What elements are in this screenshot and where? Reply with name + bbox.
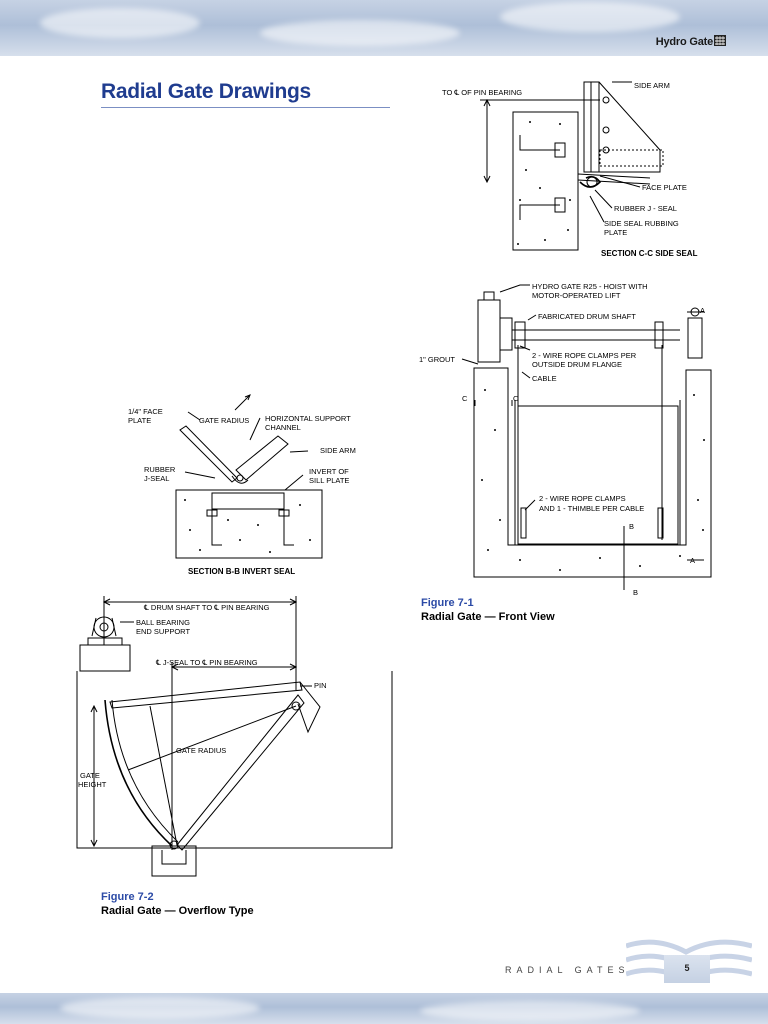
cc-label-face-plate: FACE PLATE bbox=[642, 183, 687, 192]
ov-label-ball-bearing-2: END SUPPORT bbox=[136, 627, 190, 636]
section-bb-drawing: 1/4" FACE PLATE GATE RADIUS HORIZONTAL S… bbox=[128, 394, 356, 576]
overflow-drawing: ℄ DRUM SHAFT TO ℄ PIN BEARING BALL BEARI… bbox=[76, 596, 393, 877]
section-cc-drawing: TO ℄ OF PIN BEARING SIDE ARM FACE PLATE … bbox=[442, 81, 698, 258]
cc-label-rubber-j-seal: RUBBER J - SEAL bbox=[614, 204, 677, 213]
bb-label-rubber-1: RUBBER bbox=[144, 465, 176, 474]
fv-label-clamps-1: 2 - WIRE ROPE CLAMPS PER bbox=[532, 351, 637, 360]
figure-7-2-caption: Radial Gate — Overflow Type bbox=[101, 905, 254, 917]
fv-label-drum-shaft: FABRICATED DRUM SHAFT bbox=[538, 312, 636, 321]
figure-7-2-number: Figure 7-2 bbox=[101, 891, 154, 903]
ov-label-pin: PIN bbox=[314, 681, 327, 690]
ov-label-ball-bearing-1: BALL BEARING bbox=[136, 618, 190, 627]
fv-label-hoist-2: MOTOR-OPERATED LIFT bbox=[532, 291, 621, 300]
bb-label-horizontal-1: HORIZONTAL SUPPORT bbox=[265, 414, 351, 423]
header-band bbox=[0, 0, 768, 56]
cc-label-pin-bearing: TO ℄ OF PIN BEARING bbox=[442, 88, 522, 97]
bb-label-horizontal-2: CHANNEL bbox=[265, 423, 301, 432]
figure-7-1-caption: Radial Gate — Front View bbox=[421, 611, 555, 623]
front-view-drawing: HYDRO GATE R25 - HOIST WITH MOTOR-OPERAT… bbox=[419, 282, 712, 597]
bb-section-title: SECTION B-B INVERT SEAL bbox=[188, 567, 295, 576]
fv-label-thimble-2: AND 1 - THIMBLE PER CABLE bbox=[539, 504, 644, 513]
ov-label-gate-height-1: GATE bbox=[80, 771, 100, 780]
figure-7-1-number: Figure 7-1 bbox=[421, 597, 474, 609]
cc-label-side-arm: SIDE ARM bbox=[634, 81, 670, 90]
bb-label-face-plate-2: PLATE bbox=[128, 416, 151, 425]
bb-label-invert-2: SILL PLATE bbox=[309, 476, 349, 485]
bb-label-gate-radius: GATE RADIUS bbox=[199, 416, 249, 425]
fv-label-b-top: B bbox=[629, 522, 634, 531]
hydro-gate-logo-icon bbox=[714, 35, 726, 46]
fv-label-clamps-2: OUTSIDE DRUM FLANGE bbox=[532, 360, 622, 369]
ov-label-gate-radius: GATE RADIUS bbox=[176, 746, 226, 755]
fv-label-b-bottom: B bbox=[633, 588, 638, 597]
cc-label-rubbing-plate-2: PLATE bbox=[604, 228, 627, 237]
fv-label-grout: 1" GROUT bbox=[419, 355, 455, 364]
ov-label-gate-height-2: HEIGHT bbox=[78, 780, 107, 789]
fv-label-a-top: A bbox=[700, 306, 705, 315]
ov-label-drum-to-pin: ℄ DRUM SHAFT TO ℄ PIN BEARING bbox=[143, 603, 270, 612]
fv-label-cable: CABLE bbox=[532, 374, 557, 383]
bb-label-side-arm: SIDE ARM bbox=[320, 446, 356, 455]
fv-label-c-left: C bbox=[462, 394, 468, 403]
brand-name: Hydro Gate bbox=[655, 36, 713, 48]
title-divider bbox=[101, 107, 390, 108]
bb-label-rubber-2: J-SEAL bbox=[144, 474, 169, 483]
cc-label-rubbing-plate-1: SIDE SEAL RUBBING bbox=[604, 219, 679, 228]
page-title: Radial Gate Drawings bbox=[101, 80, 311, 103]
footer-band bbox=[0, 993, 768, 1024]
fv-label-hoist-1: HYDRO GATE R25 - HOIST WITH bbox=[532, 282, 648, 291]
bb-label-invert-1: INVERT OF bbox=[309, 467, 349, 476]
footer-section-name: RADIAL GATES bbox=[505, 965, 630, 975]
page-number: 5 bbox=[684, 963, 690, 973]
fv-label-a-bottom: A bbox=[690, 556, 695, 565]
bb-label-face-plate-1: 1/4" FACE bbox=[128, 407, 163, 416]
fv-label-thimble-1: 2 - WIRE ROPE CLAMPS bbox=[539, 494, 626, 503]
ov-label-jseal-to-pin: ℄ J-SEAL TO ℄ PIN BEARING bbox=[155, 658, 258, 667]
cc-section-title: SECTION C-C SIDE SEAL bbox=[601, 249, 698, 258]
page-number-box: 5 bbox=[664, 955, 710, 983]
fv-label-c-right: C bbox=[513, 394, 519, 403]
